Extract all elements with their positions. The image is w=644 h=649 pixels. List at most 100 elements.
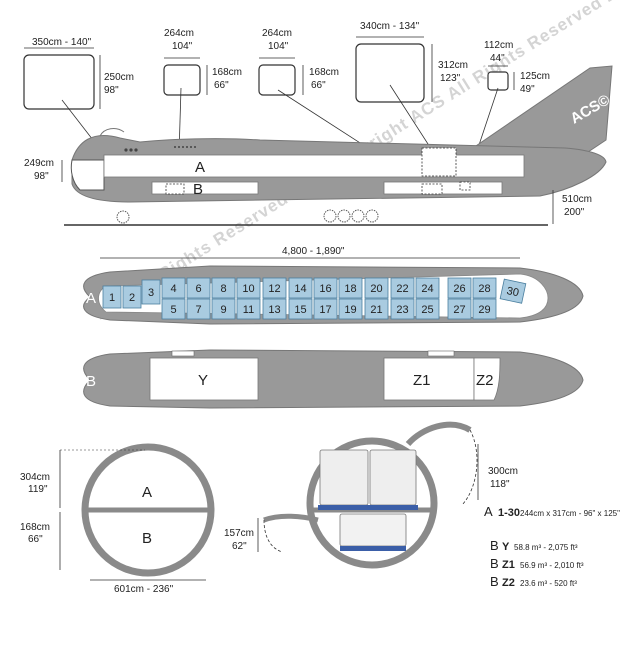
pallet-number: 20 bbox=[370, 283, 382, 295]
nose-door-width: 350cm - 140" bbox=[32, 37, 92, 48]
pallet-number: 13 bbox=[268, 304, 280, 316]
pallet-position bbox=[236, 298, 261, 320]
main-door-height-in: 123" bbox=[440, 73, 461, 84]
lower-door-in: 62" bbox=[232, 541, 247, 552]
cross-section-left: A B 304cm 119" 168cm 66" 601cm - 236" bbox=[20, 443, 215, 595]
cross-width: 601cm - 236" bbox=[114, 584, 174, 595]
legend-code: 1-30 bbox=[498, 507, 520, 519]
side-deck-a bbox=[103, 154, 525, 178]
legend-deck: B bbox=[490, 574, 499, 589]
pallet-number: 10 bbox=[242, 283, 254, 295]
bulk-door-box bbox=[487, 71, 509, 91]
pallet-position bbox=[364, 277, 389, 299]
legend-deck: A bbox=[484, 504, 493, 519]
pallet-number: 7 bbox=[195, 304, 201, 316]
main-door-height-cm: 312cm bbox=[438, 60, 468, 71]
pallet-position bbox=[499, 278, 527, 304]
nose-door-box bbox=[23, 54, 95, 110]
bulk-door-width-cm: 112cm bbox=[484, 40, 513, 51]
pallet-position bbox=[313, 277, 338, 299]
pallet-position bbox=[186, 298, 211, 320]
pallet-number: 4 bbox=[170, 283, 176, 295]
mid-door-width-cm: 264cm bbox=[262, 28, 292, 39]
nose-height-cm: 249cm bbox=[24, 158, 54, 169]
pallet-position bbox=[313, 298, 338, 320]
container-left bbox=[319, 449, 369, 506]
container-right bbox=[369, 449, 417, 506]
side-deck-b-aft bbox=[383, 181, 503, 195]
legend-text: 58.8 m³ - 2,075 ft³ bbox=[514, 543, 578, 552]
hold-z2-label: Z2 bbox=[476, 372, 494, 389]
pallet-position bbox=[364, 298, 389, 320]
nose-height-in: 98" bbox=[34, 171, 49, 182]
pallet-number: 14 bbox=[294, 283, 306, 295]
mid-door-height-in: 66" bbox=[311, 80, 326, 91]
mid-door-height-cm: 168cm bbox=[309, 67, 339, 78]
pallet-number: 28 bbox=[478, 283, 490, 295]
pallet-position bbox=[390, 277, 415, 299]
pallet-position bbox=[390, 298, 415, 320]
legend-code: Z1 bbox=[502, 559, 515, 571]
nose-cone bbox=[70, 159, 105, 191]
pallet-position bbox=[447, 298, 472, 320]
pallet-position bbox=[262, 298, 287, 320]
mid-door-width-in: 104" bbox=[268, 41, 289, 52]
pallet-position bbox=[262, 277, 287, 299]
cross-b-height-cm: 168cm bbox=[20, 522, 50, 533]
legend-text: 23.6 m³ - 520 ft³ bbox=[520, 579, 577, 588]
side-deck-a-label: A bbox=[195, 159, 205, 176]
pallet-position bbox=[288, 277, 313, 299]
pallet-number: 29 bbox=[478, 304, 490, 316]
pallet-number: 12 bbox=[268, 283, 280, 295]
pallet-number: 23 bbox=[396, 304, 408, 316]
fwd-door-height-cm: 168cm bbox=[212, 67, 242, 78]
cross-b-height-in: 66" bbox=[28, 534, 43, 545]
pallet-position bbox=[472, 277, 497, 299]
pallet-position bbox=[338, 277, 363, 299]
fwd-door-height-in: 66" bbox=[214, 80, 229, 91]
cross-left-deck-a: A bbox=[142, 484, 152, 501]
pallet-number: 6 bbox=[195, 283, 201, 295]
pallet-number: 19 bbox=[344, 304, 356, 316]
pallet-position bbox=[415, 277, 440, 299]
pallet-number: 11 bbox=[243, 304, 254, 316]
pallet-position bbox=[447, 277, 472, 299]
pallet-position bbox=[211, 298, 236, 320]
nose-door-height-cm: 250cm bbox=[104, 72, 134, 83]
pallet-position bbox=[141, 279, 161, 305]
main-door-box bbox=[355, 43, 425, 103]
ground-height-in: 200" bbox=[564, 207, 585, 218]
legend-code: Z2 bbox=[502, 577, 515, 589]
pallet-number: 26 bbox=[453, 283, 465, 295]
legend-deck: B bbox=[490, 556, 499, 571]
pallet-number: 17 bbox=[319, 304, 331, 316]
cross-a-height-in: 119" bbox=[28, 484, 48, 495]
pallet-number: 18 bbox=[344, 283, 356, 295]
pallet-number: 1 bbox=[109, 292, 115, 304]
hold-y bbox=[149, 357, 259, 401]
pallet-position bbox=[288, 298, 313, 320]
lower-container bbox=[339, 513, 407, 547]
pallet-number: 25 bbox=[421, 304, 433, 316]
bulk-door-width-in: 44" bbox=[490, 53, 505, 64]
pallet-position bbox=[102, 285, 122, 309]
legend-row: A 1-30 244cm x 317cm - 96" x 125" bbox=[484, 504, 620, 519]
cross-a-height-cm: 304cm bbox=[20, 472, 50, 483]
fwd-door-width-in: 104" bbox=[172, 41, 193, 52]
door-details: 350cm - 140" 250cm 98" 264cm 104" 168cm … bbox=[23, 21, 550, 189]
main-door-width: 340cm - 134" bbox=[360, 21, 420, 32]
pallet-position bbox=[122, 285, 142, 309]
nose-door-height-in: 98" bbox=[104, 85, 119, 96]
hold-y-label: Y bbox=[198, 372, 208, 389]
door-height-in: 118" bbox=[490, 479, 510, 490]
pallet-position bbox=[472, 298, 497, 320]
hold-z1 bbox=[383, 357, 475, 401]
hold-z1-label: Z1 bbox=[413, 372, 431, 389]
pallet-position bbox=[186, 277, 211, 299]
pallet-position bbox=[161, 277, 186, 299]
pallet-number: 22 bbox=[396, 283, 408, 295]
